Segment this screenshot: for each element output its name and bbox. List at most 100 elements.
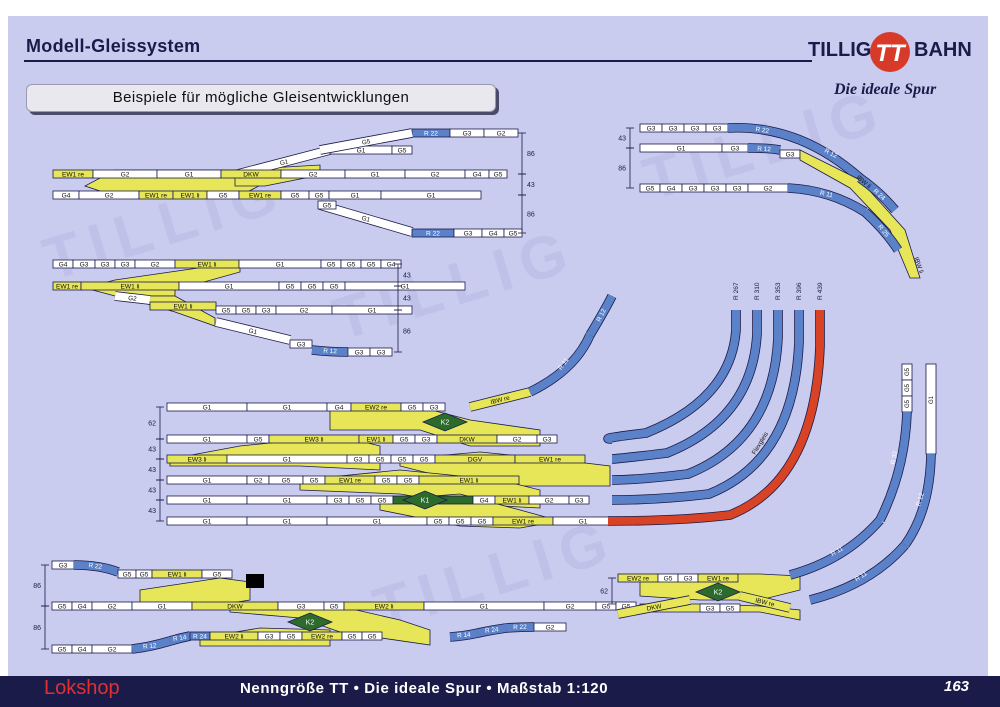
track-label: G2 — [108, 604, 117, 611]
track-piece: EW1 re — [52, 169, 94, 179]
track-label: G5 — [123, 572, 132, 579]
track-label: G1 — [276, 262, 285, 269]
track-label: G3 — [334, 498, 343, 505]
track-piece: G3 — [568, 495, 590, 505]
track-piece: G5 — [341, 631, 363, 641]
track-label: R 24 — [193, 634, 207, 641]
track-label: G2 — [151, 262, 160, 269]
track-label: G2 — [121, 172, 130, 179]
track-label: G5 — [330, 284, 339, 291]
track-piece: G5 — [340, 259, 362, 269]
track-piece: G3 — [683, 123, 707, 133]
track-label: G4 — [335, 405, 344, 412]
track-label: EW2 li — [224, 634, 244, 641]
dimension-label: 62 — [600, 589, 608, 596]
track-label: G4 — [59, 262, 68, 269]
track-piece: R 14 — [168, 631, 191, 646]
track-piece: G1 — [639, 143, 723, 153]
crossing-piece: K2 — [694, 582, 742, 602]
track-label: EW1 re — [145, 193, 167, 200]
track-piece: G4 — [464, 169, 490, 179]
track-piece: G5 — [235, 305, 257, 315]
dimension-marker: 43 — [148, 479, 164, 501]
track-label: G5 — [242, 308, 251, 315]
track-label: R 12 — [757, 146, 771, 153]
track-piece: G1 — [166, 516, 248, 526]
track-piece: G5 — [360, 259, 382, 269]
track-piece: G2 — [91, 601, 133, 611]
track-piece: G5 — [323, 601, 345, 611]
track-piece — [611, 310, 762, 464]
radius-label: R 267 — [733, 282, 740, 300]
track-label: G2 — [497, 131, 506, 138]
track-label: G5 — [291, 193, 300, 200]
track-piece: G3 — [449, 128, 485, 138]
crossing-label: K1 — [421, 498, 430, 505]
dimension-marker: 86 — [518, 132, 535, 175]
track-piece: G1 — [423, 601, 545, 611]
track-label: G3 — [355, 350, 364, 357]
track-label: G5 — [456, 519, 465, 526]
svg-text:TT: TT — [875, 40, 907, 67]
track-piece: G1 — [246, 495, 328, 505]
track-piece: G1 — [226, 454, 348, 464]
track-piece: G2 — [280, 169, 346, 179]
track-label: EW3 li — [187, 457, 207, 464]
track-piece: G3 — [453, 228, 483, 238]
track-label: EW1 re — [339, 478, 361, 485]
track-piece: R 32 — [875, 411, 912, 523]
track-label: G1 — [158, 604, 167, 611]
track-label: G1 — [279, 158, 289, 167]
track-label: R 32 — [890, 450, 900, 465]
dimension-marker: 86 — [33, 564, 49, 607]
svg-text:TILLIG: TILLIG — [808, 39, 871, 61]
track-label: G5 — [400, 437, 409, 444]
track-label: G1 — [368, 308, 377, 315]
track-label: G2 — [545, 498, 554, 505]
track-label: EW1 li — [173, 304, 193, 311]
track-piece: G2 — [404, 169, 466, 179]
track-label: G5 — [646, 186, 655, 193]
track-piece: G3 — [705, 123, 729, 133]
track-piece: DKW — [191, 601, 279, 611]
crossing-label: K2 — [714, 590, 723, 597]
track-label: R 14 — [457, 632, 471, 640]
track-piece: G2 — [747, 183, 789, 193]
track-piece: R 22 — [411, 128, 451, 138]
track-label: G1 — [357, 148, 366, 155]
track-label: G2 — [309, 172, 318, 179]
track-label: G1 — [480, 604, 489, 611]
track-piece: G5 — [426, 516, 450, 526]
track-piece: G5 — [317, 200, 337, 210]
track-piece: G3 — [326, 495, 350, 505]
track-piece: G3 — [414, 434, 438, 444]
track-label: G5 — [287, 634, 296, 641]
track-piece: G5 — [370, 495, 394, 505]
track-piece: G5 — [901, 379, 913, 397]
track-label: G5 — [404, 478, 413, 485]
track-label: G5 — [327, 262, 336, 269]
track-piece: G1 — [131, 601, 193, 611]
track-label: G5 — [478, 519, 487, 526]
track-piece: G5 — [320, 259, 342, 269]
dimension-label: 43 — [148, 467, 156, 474]
track-label: G5 — [213, 572, 222, 579]
radius-label: R 310 — [754, 282, 761, 300]
track-piece: R 11 — [787, 183, 868, 217]
dimension-label: 86 — [618, 166, 626, 173]
track-piece: G3 — [72, 259, 96, 269]
crossing-piece: K2 — [286, 612, 334, 632]
tillig-bahn-logo: TT TILLIG BAHN Die ideale Spur — [808, 32, 972, 98]
track-piece: G3 — [536, 434, 558, 444]
track-piece: G2 — [78, 190, 140, 200]
track-label: G5 — [408, 405, 417, 412]
track-label: G5 — [434, 519, 443, 526]
track-piece: R 22 — [73, 560, 120, 577]
buffer-stop-icon — [246, 574, 264, 588]
crossing-piece: K1 — [401, 490, 449, 510]
track-piece: DKW — [220, 169, 282, 179]
track-label: G1 — [361, 215, 372, 224]
track-label: R 12 — [915, 492, 925, 507]
track-label: G5 — [315, 193, 324, 200]
track-piece: G5 — [488, 169, 508, 179]
